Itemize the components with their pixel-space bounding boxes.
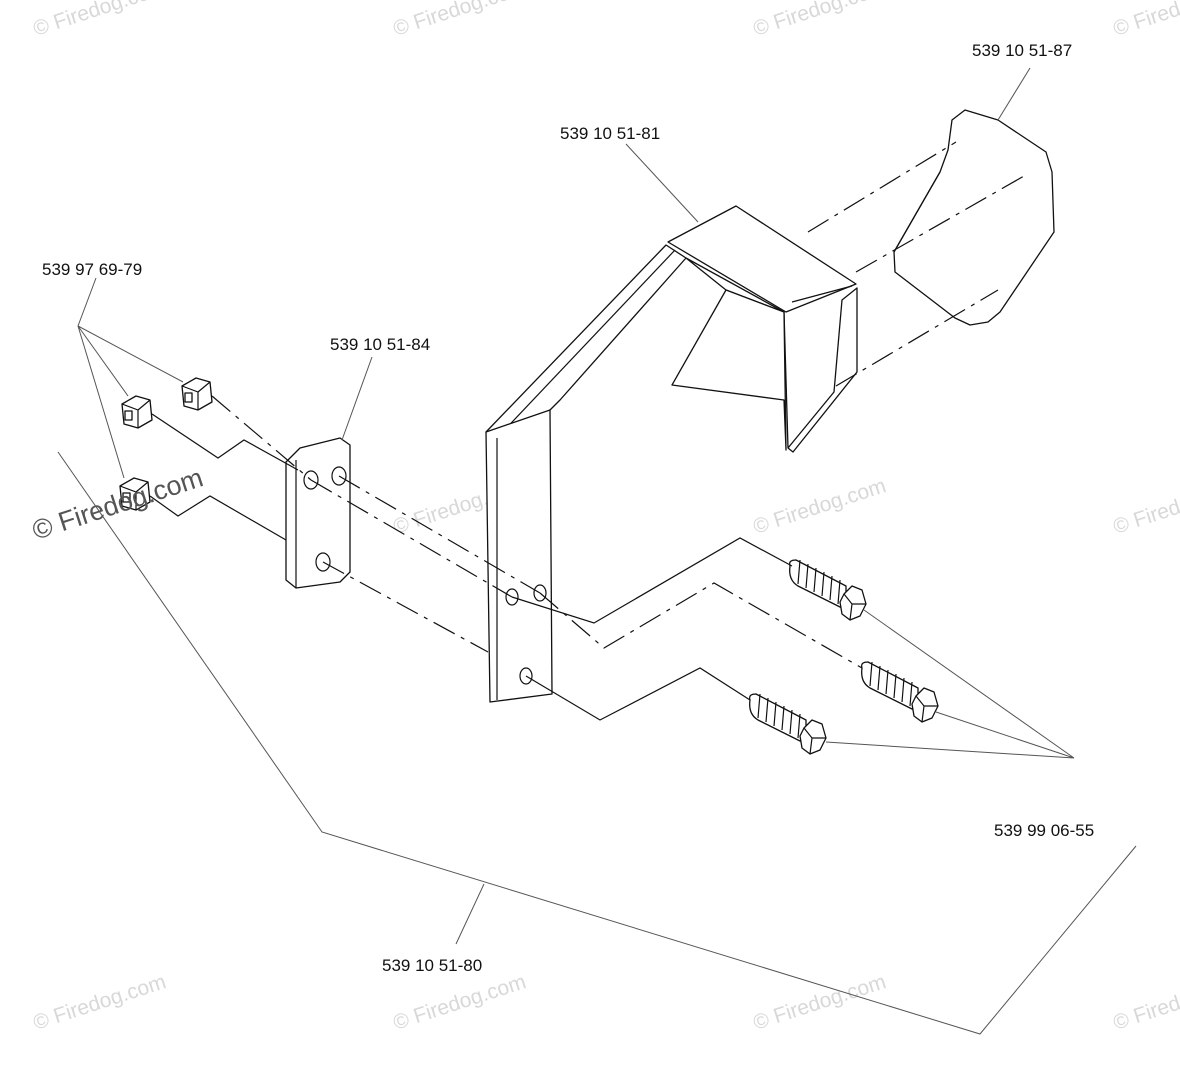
- bolt: [748, 693, 827, 755]
- watermark-text: © Firedog.com: [390, 0, 528, 41]
- centerline: [310, 479, 513, 598]
- leader-539-97-69-79: [77, 277, 184, 479]
- centerline: [151, 413, 299, 471]
- watermark-text: © Firedog.com: [1110, 970, 1180, 1035]
- tube-cap-edge: [893, 171, 941, 253]
- centerline: [807, 141, 957, 233]
- watermark-text: © Firedog.com: [30, 970, 168, 1035]
- centerline: [835, 289, 999, 387]
- part-label-539-10-51-81: 539 10 51-81: [560, 124, 660, 143]
- part-label-539-97-69-79: 539 97 69-79: [42, 260, 142, 279]
- leader-539-10-51-81: [625, 143, 699, 223]
- tube-cap: [893, 109, 1055, 326]
- bolt: [788, 559, 867, 621]
- watermark-text: © Firedog.com: [1110, 0, 1180, 41]
- part-539-10-51-87: [893, 109, 1055, 326]
- part-label-539-10-51-87: 539 10 51-87: [972, 41, 1072, 60]
- part-label-539-10-51-80: 539 10 51-80: [382, 956, 482, 975]
- watermark-text: © Firedog.com: [750, 970, 888, 1035]
- leader-539-10-51-84: [341, 356, 373, 441]
- centerline: [338, 475, 541, 594]
- part-539-97-69-79: [119, 377, 213, 511]
- lock-nut: [121, 395, 153, 429]
- watermark-text: © Firedog.com: [390, 970, 528, 1035]
- leader-539-10-51-87: [997, 67, 1031, 121]
- watermark-text: © Firedog.com: [750, 474, 888, 539]
- centerline: [322, 561, 489, 653]
- lock-nut: [119, 477, 151, 511]
- leader-539-99-06-55: [825, 609, 1075, 759]
- watermark-text: © Firedog.com: [29, 462, 207, 545]
- part-labels: 539 10 51-87 539 10 51-81 539 97 69-79 5…: [42, 41, 1094, 975]
- watermark-text: © Firedog.com: [30, 0, 168, 41]
- centerline: [211, 395, 312, 481]
- part-label-539-99-06-55: 539 99 06-55: [994, 821, 1094, 840]
- part-539-10-51-84: [285, 437, 351, 589]
- watermark-text: © Firedog.com: [750, 0, 888, 41]
- bracket-arm: [485, 244, 687, 439]
- part-539-10-51-81: [485, 205, 858, 703]
- bracket-arm-inner: [496, 249, 676, 439]
- bracket-clamp-side: [671, 289, 787, 451]
- part-label-539-10-51-84: 539 10 51-84: [330, 335, 430, 354]
- centerline: [511, 537, 793, 624]
- centerline: [539, 582, 863, 669]
- centerline: [149, 495, 287, 541]
- part-539-99-06-55: [748, 559, 939, 755]
- bracket-clamp-top: [667, 205, 857, 313]
- assembly-lines: [149, 141, 1025, 721]
- bracket-clamp-top-edge: [791, 285, 853, 303]
- centerline: [855, 175, 1025, 273]
- watermark-text: © Firedog.com: [1110, 474, 1180, 539]
- centerline: [525, 667, 751, 721]
- bracket-plate: [485, 409, 553, 703]
- leader-539-10-51-80: [57, 451, 1137, 1035]
- leader-lines: [57, 67, 1137, 1035]
- bolt: [860, 661, 939, 723]
- lock-nut: [181, 377, 213, 411]
